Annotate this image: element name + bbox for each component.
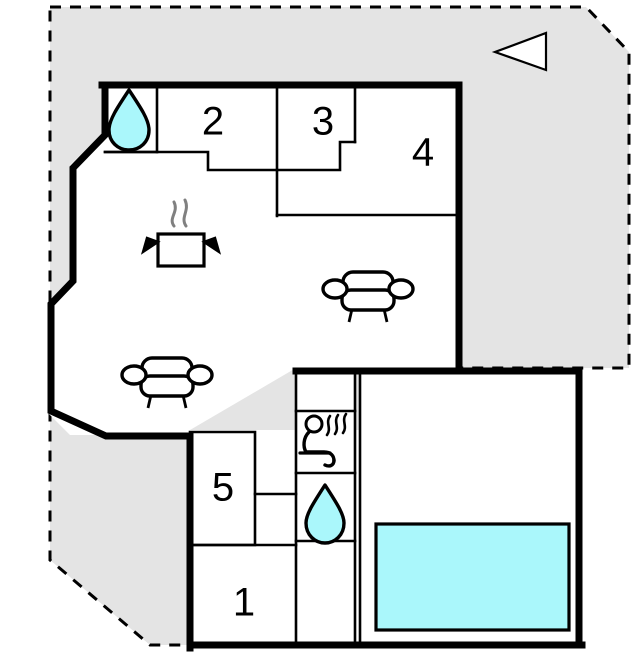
- exterior-wall-west: [47, 81, 194, 440]
- water-drop-icon: [107, 88, 151, 152]
- exterior-wall-upper: [98, 81, 463, 372]
- sofa-icon: [321, 270, 415, 323]
- sofa-arm-right: [186, 364, 214, 386]
- water-drop-shape: [107, 88, 151, 152]
- north-arrow-icon: [491, 31, 548, 72]
- sofa-seat: [139, 374, 195, 398]
- wall-room2-bottom-notch: [103, 150, 279, 172]
- sofa-leg-right: [382, 308, 389, 323]
- room-label-1: 1: [233, 581, 255, 625]
- pot-steam-2: [182, 198, 188, 228]
- room-number-labels: 2 3 4 5 1: [202, 100, 434, 625]
- sofa-arm-right: [387, 278, 415, 300]
- sauna-steam-2: [333, 413, 340, 436]
- sofa-arm-left: [120, 364, 148, 386]
- pot-handle-right: [201, 236, 222, 255]
- swimming-pool: [374, 522, 571, 632]
- sofa-leg-left: [146, 394, 153, 409]
- room-label-5: 5: [212, 466, 234, 510]
- pot-steam-1: [170, 200, 177, 228]
- water-drop-icon: [304, 483, 346, 545]
- sofa-icon: [120, 356, 214, 409]
- sofa-arm-left: [321, 278, 349, 300]
- pot-handle-left: [140, 236, 161, 255]
- sauna-steam-1: [325, 414, 332, 437]
- sofa-seat: [340, 288, 396, 312]
- sofa-leg-left: [347, 308, 354, 323]
- sauna-person-head: [304, 414, 324, 434]
- exterior-walls: [47, 81, 586, 652]
- interior-walls: [103, 83, 461, 647]
- wall-room3-bottom-notch: [275, 140, 357, 172]
- water-drop-shape: [304, 483, 346, 545]
- cooking-pot-icon: [140, 198, 222, 268]
- pot-body: [156, 232, 206, 268]
- room-label-4: 4: [412, 131, 434, 175]
- sauna-person-leg: [323, 458, 336, 468]
- swimming-pool-group: [374, 522, 571, 632]
- sofa-leg-right: [181, 394, 188, 409]
- sauna-steam-3: [341, 412, 348, 435]
- sauna-icon: [298, 412, 348, 468]
- room-label-2: 2: [202, 100, 224, 144]
- room-label-3: 3: [312, 100, 334, 144]
